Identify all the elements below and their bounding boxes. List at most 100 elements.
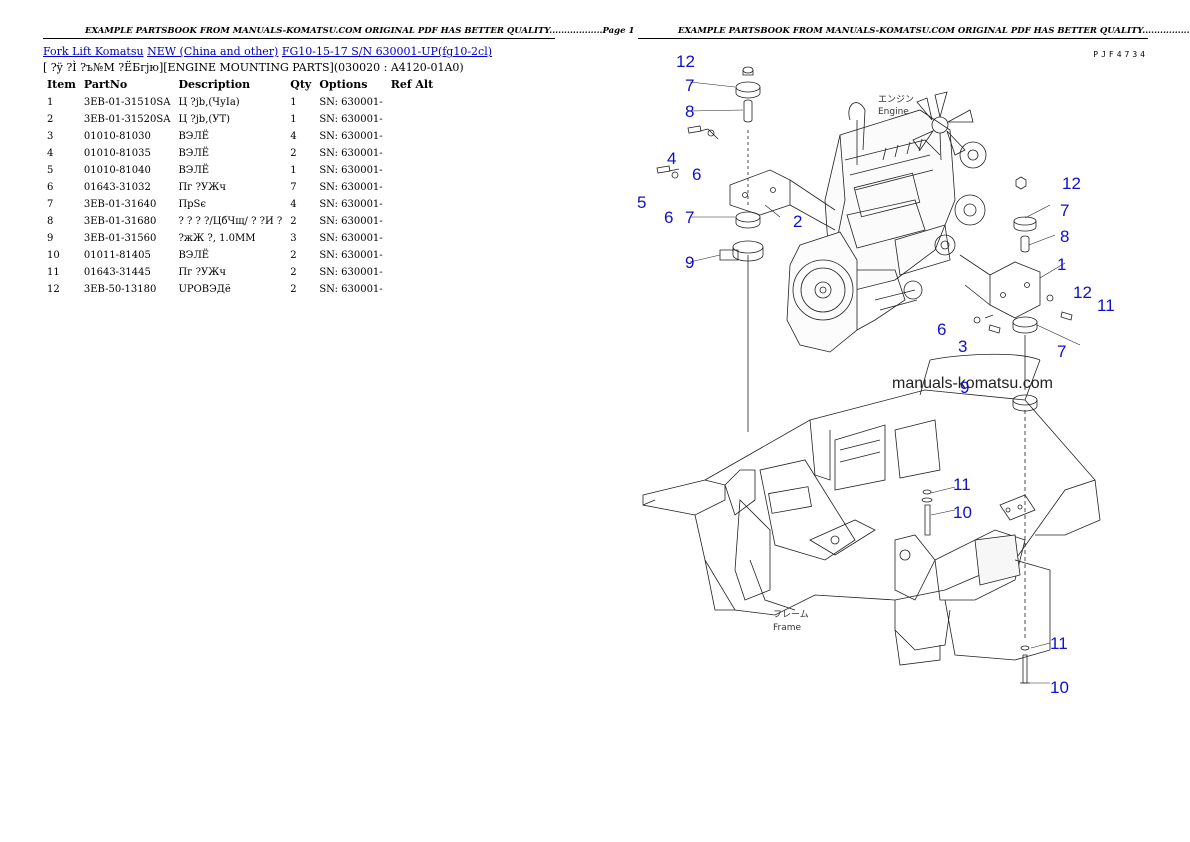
cell-partno: 3EB-01-31520SA (83, 113, 171, 125)
cell-qty: 4 (290, 198, 297, 210)
cell-options: SN: 630001- (319, 164, 383, 176)
left-fasteners-drawing (656, 125, 719, 179)
cell-partno: 01010-81035 (83, 147, 151, 159)
breadcrumb-link-model[interactable]: FG10-15-17 S/N 630001-UP(fg10-2cl) (281, 45, 493, 58)
cell-qty: 7 (290, 181, 297, 193)
table-row: 2 3EB-01-31520SA Ц ?jb,(УТ) 1 SN: 630001- (43, 111, 437, 128)
cell-qty: 1 (290, 96, 297, 108)
cell-item: 9 (47, 232, 54, 244)
cell-partno: 3EB-01-31560 (83, 232, 157, 244)
exploded-parts-diagram: エンジン Engine フレーム Frame manuals-komatsu.c… (637, 52, 1115, 697)
cell-item: 5 (47, 164, 54, 176)
callout-1: 1 (1057, 255, 1066, 274)
cell-description: UРОВЭДё (178, 283, 231, 295)
callout-7: 7 (1057, 342, 1066, 361)
callout-6: 6 (692, 165, 701, 184)
cell-partno: 01643-31032 (83, 181, 151, 193)
header-divider (43, 38, 555, 39)
cell-ref-alt (387, 94, 438, 111)
callout-9: 9 (685, 253, 694, 272)
cell-options: SN: 630001- (319, 198, 383, 210)
cell-partno: 01011-81405 (83, 249, 151, 261)
column-header-options: Options (319, 78, 368, 91)
cell-qty: 2 (290, 283, 297, 295)
cell-item: 2 (47, 113, 54, 125)
cell-item: 3 (47, 130, 54, 142)
cell-ref-alt (387, 111, 438, 128)
parts-table: Item PartNo Description Qty Options Ref … (43, 76, 437, 298)
breadcrumb: Fork Lift Komatsu NEW (China and other) … (43, 45, 492, 58)
cell-item: 4 (47, 147, 54, 159)
fan-drawing (912, 91, 974, 161)
cell-qty: 1 (290, 164, 297, 176)
cell-ref-alt (387, 264, 438, 281)
cell-item: 12 (47, 283, 60, 295)
table-header-row: Item PartNo Description Qty Options Ref … (43, 76, 437, 94)
cell-item: 7 (47, 198, 54, 210)
cell-qty: 3 (290, 232, 297, 244)
callout-12: 12 (1073, 283, 1092, 302)
cell-options: SN: 630001- (319, 113, 383, 125)
callout-7: 7 (685, 208, 694, 227)
callout-numbers: 12 7 8 4 6 5 6 7 2 9 12 7 8 1 12 11 6 3 … (637, 52, 1115, 697)
engine-label: Engine (878, 107, 909, 117)
cell-item: 6 (47, 181, 54, 193)
cell-partno: 01010-81040 (83, 164, 151, 176)
callout-5: 5 (637, 193, 646, 212)
cell-description: ?жЖ ?, 1.0MM (178, 232, 256, 244)
cell-options: SN: 630001- (319, 232, 383, 244)
cell-qty: 2 (290, 147, 297, 159)
frame-label: Frame (773, 623, 802, 633)
cell-qty: 1 (290, 113, 297, 125)
callout-12: 12 (1062, 174, 1081, 193)
header-divider (638, 38, 1148, 39)
cell-description: ВЭЛЁ (178, 249, 210, 261)
cell-ref-alt (387, 145, 438, 162)
section-title: [ ?ÿ ?Ì ?ъ№М ?ЁБгјю][ENGINE MOUNTING PAR… (43, 61, 464, 74)
column-header-qty: Qty (290, 78, 312, 91)
cell-description: Ц ?jb,(УТ) (178, 113, 231, 125)
cell-description: ВЭЛЁ (178, 130, 210, 142)
cell-description: Пг ?УЖч (178, 266, 227, 278)
callout-12: 12 (676, 52, 695, 71)
breadcrumb-link-region[interactable]: NEW (China and other) (147, 45, 279, 58)
right-mount-stack-drawing (1012, 176, 1038, 684)
cell-options: SN: 630001- (319, 96, 383, 108)
cell-qty: 2 (290, 249, 297, 261)
callout-10: 10 (1050, 678, 1069, 697)
column-header-ref-alt: Ref Alt (390, 78, 434, 91)
cell-item: 8 (47, 215, 54, 227)
table-row: 9 3EB-01-31560 ?жЖ ?, 1.0MM 3 SN: 630001- (43, 230, 437, 247)
callout-6: 6 (937, 320, 946, 339)
cell-options: SN: 630001- (319, 181, 383, 193)
cell-partno: 3EB-01-31680 (83, 215, 157, 227)
parts-list-page: EXAMPLE PARTSBOOK FROM MANUALS-KOMATSU.C… (43, 26, 634, 298)
engine-drawing (786, 91, 987, 353)
callout-11: 11 (1050, 634, 1068, 653)
callout-7: 7 (685, 76, 694, 95)
engine-label-jp: エンジン (878, 95, 914, 105)
frame-label-jp: フレーム (773, 609, 809, 620)
page-header: EXAMPLE PARTSBOOK FROM MANUALS-KOMATSU.C… (678, 26, 1190, 36)
cell-item: 11 (47, 266, 60, 278)
callout-2: 2 (793, 212, 802, 231)
cell-item: 1 (47, 96, 54, 108)
callout-9: 9 (960, 378, 969, 397)
cell-ref-alt (387, 281, 438, 298)
right-mount-bracket-drawing (959, 254, 1041, 319)
callout-3: 3 (958, 337, 967, 356)
cell-description: ПрSє (178, 198, 207, 210)
breadcrumb-link-fork-lift[interactable]: Fork Lift Komatsu (43, 45, 144, 58)
cell-ref-alt (387, 247, 438, 264)
left-mount-stack-drawing (719, 66, 764, 432)
cell-description: ВЭЛЁ (178, 164, 210, 176)
cell-partno: 3EB-01-31510SA (83, 96, 171, 108)
frame-drawing (642, 353, 1101, 666)
